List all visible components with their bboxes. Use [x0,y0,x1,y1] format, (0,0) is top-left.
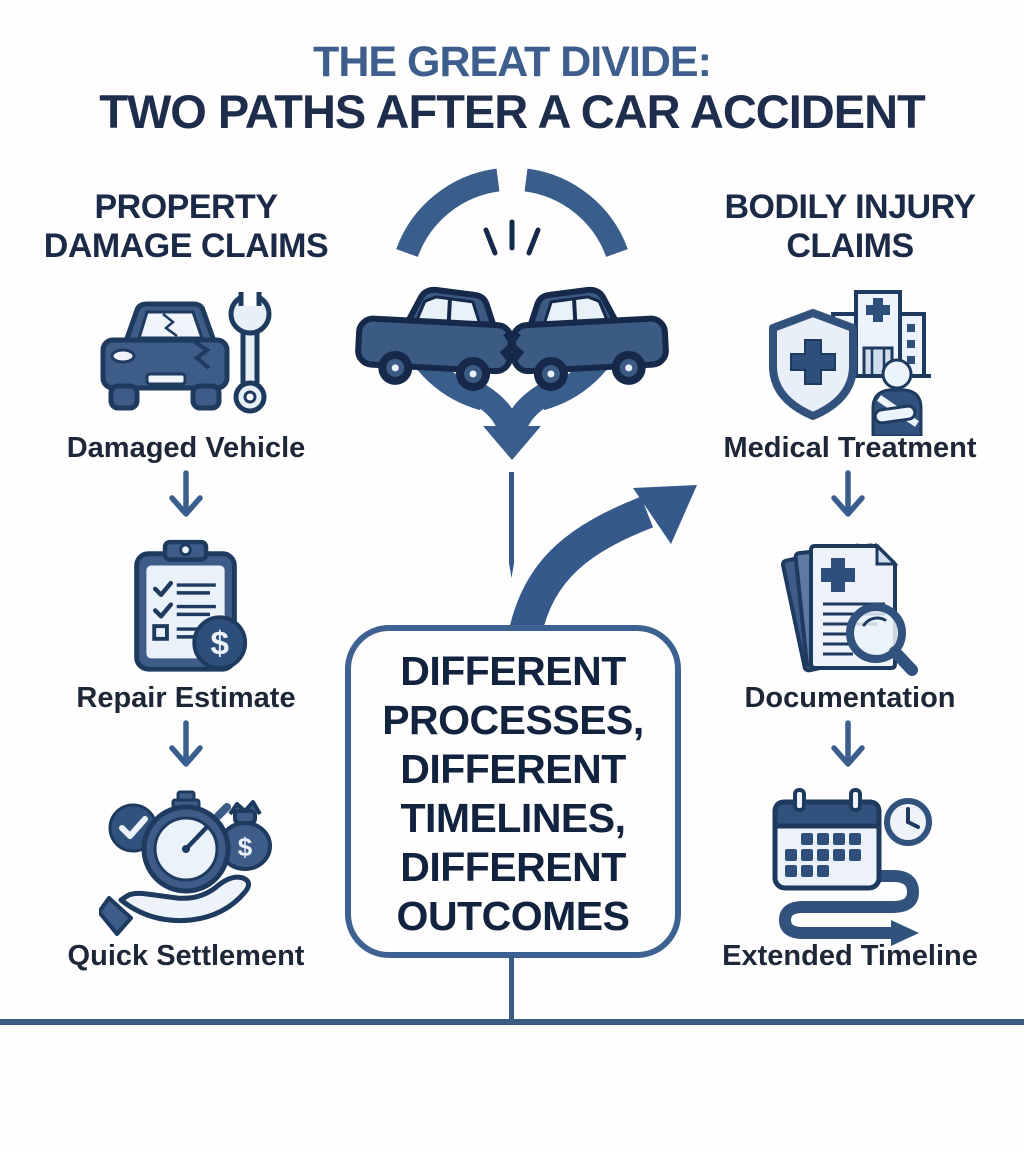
right-header-line2: CLAIMS [786,227,914,265]
box-line-6: OUTCOMES [396,892,630,939]
winding-arrow-icon [778,870,920,946]
box-line-1: DIFFERENT [400,647,626,694]
left-car-icon [355,286,517,391]
step-label: Repair Estimate [76,682,296,714]
bottom-divider-line [0,1019,1024,1025]
open-hand-icon [99,874,251,936]
dollar-badge-icon [192,615,248,671]
svg-text:$: $ [210,625,229,662]
step-label: Extended Timeline [722,940,978,972]
medical-treatment-icon [769,290,931,436]
page-title-line1: THE GREAT DIVIDE: [313,38,712,86]
left-header-line1: PROPERTY [94,188,278,226]
page-title-line2: TWO PATHS AFTER A CAR ACCIDENT [99,85,926,138]
clock-icon [884,798,932,846]
quick-settlement-icon: $ [99,790,272,936]
left-header-line2: DAMAGE CLAIMS [43,227,329,265]
calendar-icon [772,788,882,891]
crashed-car-icon [100,301,230,411]
center-message-box: DIFFERENT PROCESSES, DIFFERENT TIMELINES… [345,625,681,958]
down-arrow-icon [169,720,203,767]
branch-arrow-icon [508,485,697,634]
right-column-header: BODILY INJURY CLAIMS [678,188,1022,266]
down-arrow-icon [831,470,865,517]
step-label: Documentation [744,682,956,714]
impact-sparks-icon [483,219,541,256]
step-label: Damaged Vehicle [66,432,306,464]
car-collision-circle-icon [355,168,669,460]
medical-cross-icon [821,558,855,592]
right-header-line1: BODILY INJURY [724,188,976,226]
medical-shield-icon [769,309,857,420]
magnifier-icon [846,603,918,676]
injured-person-icon [871,358,923,436]
box-line-2: PROCESSES, [382,696,644,743]
split-line [509,472,514,578]
documentation-icon [780,542,918,676]
step-label: Medical Treatment [723,432,977,464]
box-bottom-connector [509,956,514,1022]
down-arrow-icon [169,470,203,517]
left-column-header: PROPERTY DAMAGE CLAIMS [14,188,358,266]
svg-text:$: $ [238,832,253,862]
box-line-3: DIFFERENT [400,745,626,792]
box-line-4: TIMELINES, [400,794,626,841]
right-car-icon [507,286,669,391]
wrench-icon [228,292,272,414]
stopwatch-icon [141,790,231,894]
box-line-5: DIFFERENT [400,843,626,890]
repair-estimate-icon: $ [134,539,248,672]
step-label: Quick Settlement [67,940,305,972]
damaged-vehicle-icon [100,292,272,414]
down-arrow-icon [831,720,865,767]
extended-timeline-icon [772,788,932,946]
